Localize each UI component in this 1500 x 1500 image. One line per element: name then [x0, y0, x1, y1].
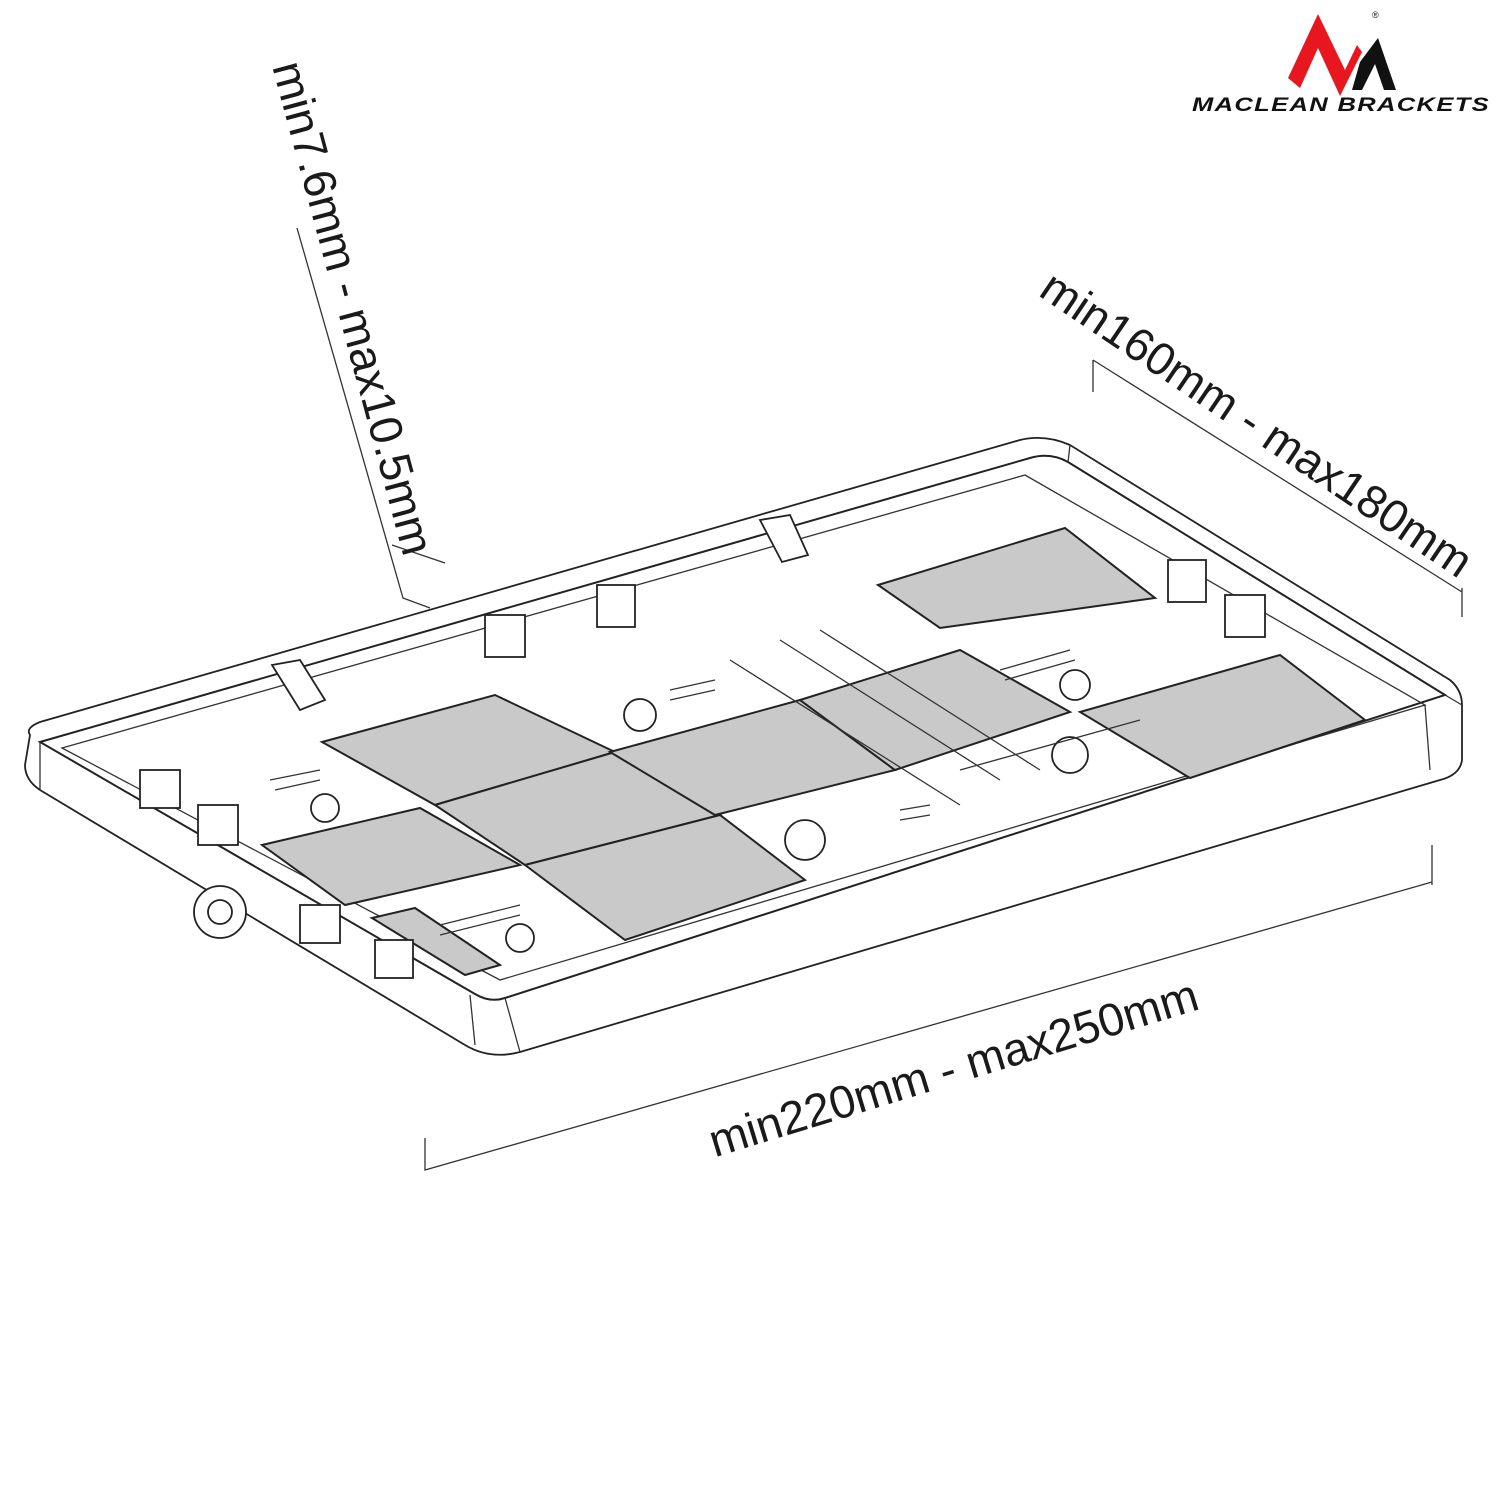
hook-clip [270, 659, 327, 712]
tray-edges [39, 444, 1463, 1053]
grip-pads [259, 526, 1368, 977]
corner-clip [299, 904, 341, 944]
screw-boss [505, 923, 535, 953]
height-dimension-line [1092, 359, 1463, 617]
thickness-dimension-line [296, 227, 431, 609]
screw-boss [310, 793, 340, 823]
grip-pad [875, 526, 1158, 630]
slide-rails [729, 629, 1141, 806]
lock-knob-center [207, 899, 233, 925]
grip-pad [259, 806, 523, 907]
tray-corner-lines [469, 704, 1431, 1046]
screw-boss [623, 698, 657, 732]
corner-clip [374, 939, 414, 979]
logo-m-red [1288, 14, 1362, 96]
grip-pad [797, 648, 1073, 772]
width-dimension-line [424, 845, 1433, 1171]
corner-clip [1224, 594, 1266, 638]
logo-m-black [1352, 38, 1396, 90]
dimension-lines [296, 227, 1463, 1171]
grip-pad [369, 906, 503, 977]
grip-pad [522, 813, 808, 942]
width-dimension-label: min220mm - max250mm [702, 968, 1204, 1166]
maclean-logo: ® MACLEAN BRACKETS [1192, 10, 1490, 116]
logo-brand-text: MACLEAN BRACKETS [1192, 95, 1490, 116]
grip-pad [1077, 653, 1368, 780]
mechanism-details [139, 513, 1266, 979]
screw-boss [1051, 736, 1089, 774]
corner-clip [197, 804, 239, 846]
logo-registered-mark: ® [1372, 10, 1379, 20]
screw-boss [1059, 669, 1091, 701]
corner-clip [484, 614, 526, 658]
corner-clip [139, 769, 181, 809]
screw-boss [784, 819, 826, 861]
thickness-dimension-label: min7.6mm - max10.5mm [263, 55, 445, 560]
gear-rack [269, 649, 1076, 936]
hook-clip [758, 513, 810, 564]
corner-clip [1167, 559, 1207, 603]
corner-clip [596, 584, 636, 628]
thickness-dimension-tick [391, 544, 446, 564]
